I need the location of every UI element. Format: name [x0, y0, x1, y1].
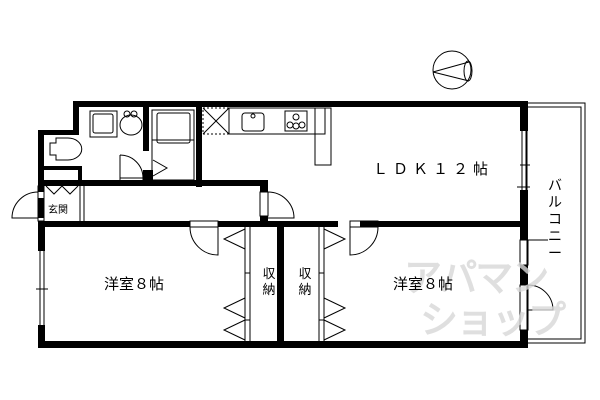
- compass-icon: [432, 50, 473, 90]
- closet-char: 納: [298, 283, 312, 298]
- fixtures: [11, 107, 554, 341]
- balcony-char: ニ: [548, 229, 562, 245]
- walls: [38, 101, 528, 348]
- closet-char: 収: [262, 267, 276, 282]
- room-label-closet-2: 収 納: [298, 267, 312, 299]
- balcony-char: ル: [548, 195, 562, 211]
- room-label-balcony: バ ル コ ニ ー: [547, 178, 563, 263]
- balcony-char: ー: [548, 246, 562, 262]
- watermark-line2: ショップ: [420, 298, 566, 342]
- balcony-char: バ: [548, 178, 562, 194]
- watermark-line1: アパマン: [404, 256, 549, 300]
- closet-char: 納: [262, 283, 276, 298]
- room-label-ldk: ＬＤＫ１２帖: [373, 160, 494, 178]
- room-label-closet-1: 収 納: [262, 267, 276, 299]
- room-label-western-2: 洋室８帖: [393, 275, 454, 293]
- room-label-western-1: 洋室８帖: [104, 275, 165, 293]
- balcony-char: コ: [548, 212, 562, 228]
- room-label-entrance: 玄関: [48, 205, 68, 216]
- closet-char: 収: [298, 267, 312, 282]
